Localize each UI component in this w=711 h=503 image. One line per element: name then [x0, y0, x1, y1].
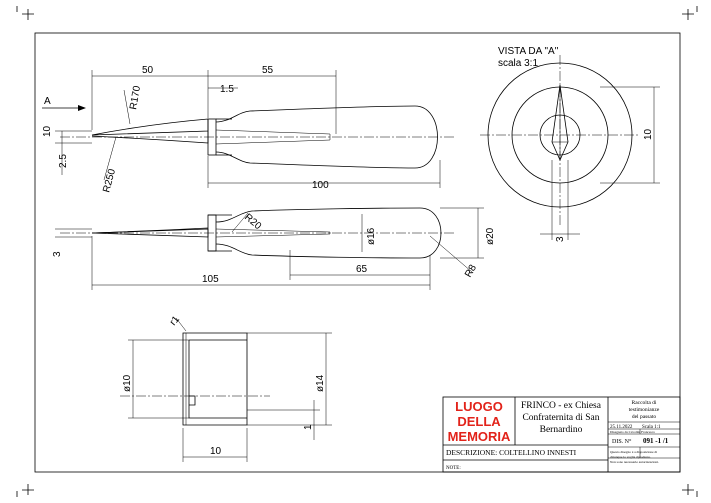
logo-line-2: DELLA [457, 414, 501, 429]
ferrule-dim-10: 10 [210, 446, 222, 457]
ferrule-section [120, 317, 332, 462]
end-view-a [480, 55, 660, 240]
category-line-3: del passato [632, 414, 657, 420]
view-dim-3: 3 [555, 236, 566, 242]
drawing-scale: Scala 1:1 [642, 425, 661, 430]
drawn-by: Disegnato da Cavolini Francesco [610, 430, 655, 434]
drawing-date: 25.11.2022 [610, 425, 633, 430]
dim-10: 10 [42, 125, 53, 137]
description: DESCRIZIONE: COLTELLINO INNESTI [446, 448, 577, 457]
mid-dim-65: 65 [356, 264, 368, 275]
category-line-1: Raccolta di [632, 400, 657, 406]
mid-dim-3: 3 [52, 251, 63, 257]
mid-dim-d20: ø20 [485, 227, 496, 245]
mid-dim-r8: R8 [463, 263, 479, 280]
view-scale: scala 3:1 [498, 58, 538, 69]
dim-2-5: 2.5 [58, 154, 69, 168]
ferrule-dim-d10: ø10 [122, 374, 133, 392]
notes-label: NOTE: [446, 466, 461, 471]
view-title: VISTA DA "A" [498, 46, 559, 57]
drawing-frame [34, 32, 681, 473]
location-line-1: FRINCO - ex Chiesa [521, 401, 602, 411]
rights-line-3: Non sono necessarie autorizzazioni. [610, 460, 659, 464]
dim-1-5: 1.5 [220, 84, 234, 95]
ferrule-dim-r1: r1 [168, 314, 182, 328]
rights-line-1: Questo disegno è a disposizione di [610, 450, 657, 454]
view-dim-10: 10 [643, 128, 654, 140]
mid-dim-r20: R20 [242, 212, 263, 233]
corner-marks [16, 6, 698, 497]
location-line-2: Confraternita di San [522, 412, 599, 423]
dim-r170: R170 [128, 85, 143, 111]
dim-50: 50 [142, 65, 154, 76]
title-block [442, 396, 681, 473]
logo-line-1: LUOGO [455, 399, 503, 414]
logo-line-3: MEMORIA [448, 429, 511, 444]
dim-r250: R250 [101, 167, 118, 193]
top-side-view [42, 70, 455, 188]
ferrule-dim-1: 1 [303, 424, 314, 430]
dis-label: DIS. N° [612, 438, 632, 445]
category-line-2: testimonianze [629, 407, 660, 413]
dis-number: 091 -1 /1 [643, 437, 669, 445]
mid-dim-105: 105 [202, 274, 219, 285]
view-arrow-label: A [44, 96, 51, 107]
middle-top-view [55, 207, 484, 290]
location-line-3: Bernardino [540, 425, 583, 435]
ferrule-dim-d14: ø14 [315, 374, 326, 392]
mid-dim-d16: ø16 [366, 227, 377, 245]
rights-line-2: chiunque lo voglia riprodurre. [610, 455, 651, 459]
dim-55: 55 [262, 65, 274, 76]
dim-100: 100 [312, 180, 329, 191]
